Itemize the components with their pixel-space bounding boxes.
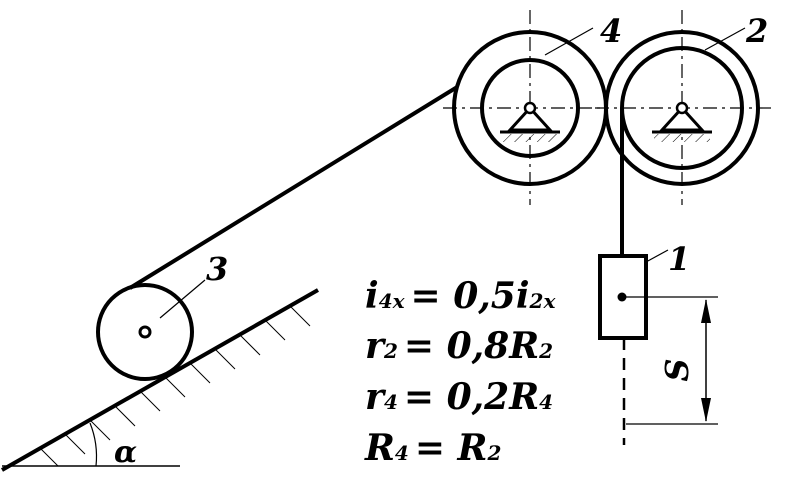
inclined-plane — [1, 288, 319, 472]
pulley-2 — [595, 10, 775, 205]
pulley-4 — [443, 10, 617, 205]
pivot-support-2 — [652, 101, 712, 142]
equation-1: i4x= 0,5i2x — [365, 275, 556, 317]
label-4-leader — [544, 27, 594, 56]
displacement-arrow — [701, 299, 711, 422]
equation-2: r2= 0,8R2 — [365, 325, 553, 367]
load-1 — [598, 249, 718, 445]
label-displacement: S — [658, 358, 696, 381]
rope-incline — [128, 71, 482, 290]
label-angle: α — [114, 435, 137, 470]
label-3-leader — [159, 279, 206, 319]
label-body-3: 3 — [206, 250, 228, 288]
label-body-4: 4 — [600, 12, 622, 50]
equation-block: i4x= 0,5i2x r2= 0,8R2 r4= 0,2R4 R4= R2 — [364, 275, 556, 469]
angle-arc — [89, 422, 98, 467]
equation-3: r4= 0,2R4 — [365, 376, 553, 418]
label-body-1: 1 — [668, 240, 690, 278]
label-1-leader — [645, 249, 669, 263]
label-body-2: 2 — [745, 12, 768, 50]
equation-4: R4= R2 — [364, 427, 501, 469]
cylinder-3 — [96, 279, 206, 381]
incline-hatching — [39, 305, 311, 467]
pivot-support-4 — [500, 101, 560, 142]
label-2-leader — [704, 27, 746, 51]
